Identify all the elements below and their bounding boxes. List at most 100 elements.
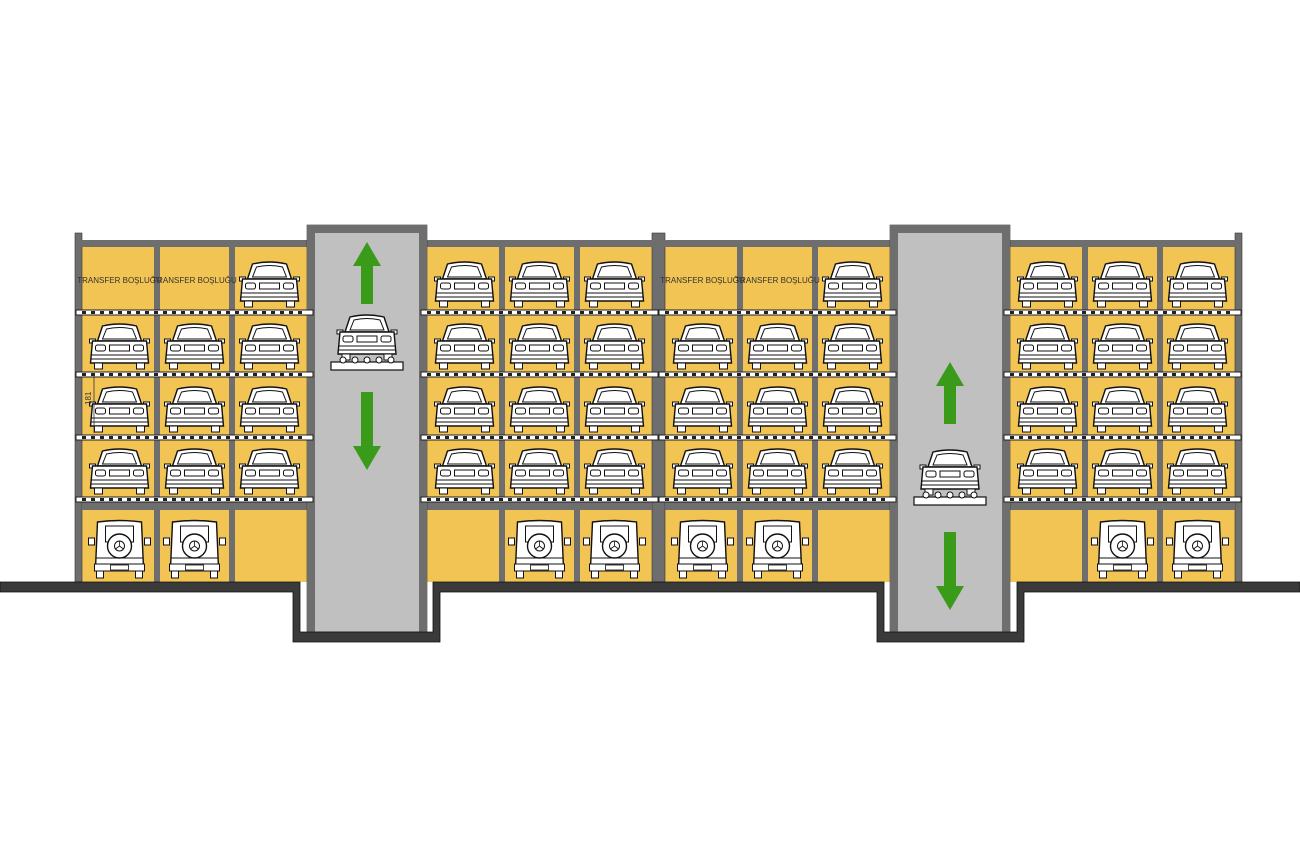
platform-rail-tooth — [589, 373, 593, 376]
parked-suv-icon — [1165, 519, 1230, 579]
platform-rail-tooth — [737, 436, 741, 439]
platform-rail-tooth — [1037, 498, 1041, 501]
platform-rail-tooth — [1118, 311, 1122, 314]
platform-rail-tooth — [1010, 373, 1014, 376]
platform-rail-tooth — [854, 373, 858, 376]
platform-rail-tooth — [1208, 311, 1212, 314]
column — [812, 247, 818, 582]
platform-rail-tooth — [526, 436, 530, 439]
platform-rail-tooth — [1010, 311, 1014, 314]
platform-rail-tooth — [773, 436, 777, 439]
dimension-label: 181 — [84, 391, 93, 405]
lift-platform-roller — [958, 491, 966, 499]
platform-rail-tooth — [719, 311, 723, 314]
platform-rail-tooth — [598, 498, 602, 501]
platform-rail-tooth — [809, 373, 813, 376]
floor-slab — [1010, 499, 1235, 510]
platform-rail-tooth — [683, 311, 687, 314]
platform-rail-tooth — [1019, 373, 1023, 376]
platform-rail-tooth — [1163, 373, 1167, 376]
platform-rail-tooth — [1190, 498, 1194, 501]
parked-suv-icon — [87, 519, 152, 579]
platform-rail-tooth — [728, 498, 732, 501]
platform-rail-tooth — [181, 311, 185, 314]
platform-rail-tooth — [262, 436, 266, 439]
platform-rail-tooth — [881, 436, 885, 439]
platform-rail-tooth — [616, 436, 620, 439]
platform-rail-tooth — [490, 498, 494, 501]
platform-rail-tooth — [199, 436, 203, 439]
platform-rail-tooth — [118, 373, 122, 376]
platform-rail-tooth — [163, 373, 167, 376]
platform-rail-tooth — [571, 311, 575, 314]
platform-rail-tooth — [818, 498, 822, 501]
platform-rail-tooth — [181, 436, 185, 439]
platform-rail-tooth — [643, 373, 647, 376]
platform-rail-tooth — [728, 373, 732, 376]
platform-rail-tooth — [145, 311, 149, 314]
platform-rail-tooth — [746, 311, 750, 314]
platform-rail-tooth — [571, 436, 575, 439]
parked-suv-icon — [162, 519, 227, 579]
platform-rail-tooth — [1073, 436, 1077, 439]
transfer-space-label: TRANSFER BOŞLUĞU — [77, 276, 162, 285]
platform-rail-tooth — [553, 311, 557, 314]
platform-rail-tooth — [634, 373, 638, 376]
platform-rail-tooth — [737, 498, 741, 501]
platform-rail-tooth — [773, 498, 777, 501]
platform-rail-tooth — [1226, 498, 1230, 501]
platform-rail-tooth — [719, 373, 723, 376]
platform-rail-tooth — [674, 498, 678, 501]
transfer-space-label: TRANSFER BOŞLUĞU — [735, 276, 820, 285]
platform-rail-tooth — [481, 373, 485, 376]
platform-rail-tooth — [517, 436, 521, 439]
platform-rail — [75, 309, 314, 316]
platform-rail-tooth — [172, 498, 176, 501]
platform-rail-tooth — [625, 436, 629, 439]
platform-rail-tooth — [154, 498, 158, 501]
platform-rail-tooth — [634, 436, 638, 439]
platform-rail-tooth — [665, 373, 669, 376]
platform-rail-tooth — [580, 373, 584, 376]
roof-slab — [80, 240, 309, 247]
platform-rail-tooth — [1037, 436, 1041, 439]
roof-slab — [1008, 240, 1237, 247]
platform-rail-tooth — [589, 498, 593, 501]
platform-rail-tooth — [791, 436, 795, 439]
platform-rail-tooth — [683, 498, 687, 501]
platform-rail-tooth — [1181, 436, 1185, 439]
platform-rail-tooth — [508, 498, 512, 501]
platform-rail-tooth — [845, 311, 849, 314]
platform-rail-tooth — [1172, 373, 1176, 376]
platform-rail-tooth — [562, 498, 566, 501]
platform-rail-tooth — [710, 311, 714, 314]
platform-rail-tooth — [82, 498, 86, 501]
platform-rail-tooth — [809, 311, 813, 314]
platform-rail-tooth — [728, 311, 732, 314]
platform-rail-tooth — [127, 436, 131, 439]
platform-rail-tooth — [82, 436, 86, 439]
platform-rail-tooth — [145, 373, 149, 376]
platform-rail-tooth — [199, 373, 203, 376]
platform-rail — [420, 496, 659, 503]
platform-rail-tooth — [881, 373, 885, 376]
platform-rail-tooth — [1046, 436, 1050, 439]
platform-rail-tooth — [199, 311, 203, 314]
platform-rail-tooth — [289, 436, 293, 439]
platform-rail-tooth — [1046, 373, 1050, 376]
platform-rail-tooth — [226, 373, 230, 376]
platform-rail-tooth — [764, 498, 768, 501]
lift-shaft-roof — [890, 225, 1010, 233]
platform-rail-tooth — [163, 498, 167, 501]
platform-rail-tooth — [499, 373, 503, 376]
platform-rail-tooth — [827, 373, 831, 376]
platform-rail-tooth — [836, 311, 840, 314]
platform-rail-tooth — [1091, 436, 1095, 439]
platform-rail-tooth — [1073, 373, 1077, 376]
platform-rail-tooth — [1010, 498, 1014, 501]
platform-rail-tooth — [127, 373, 131, 376]
platform-rail-tooth — [616, 311, 620, 314]
platform-rail-tooth — [445, 498, 449, 501]
platform-rail-tooth — [755, 436, 759, 439]
platform-rail-tooth — [710, 498, 714, 501]
